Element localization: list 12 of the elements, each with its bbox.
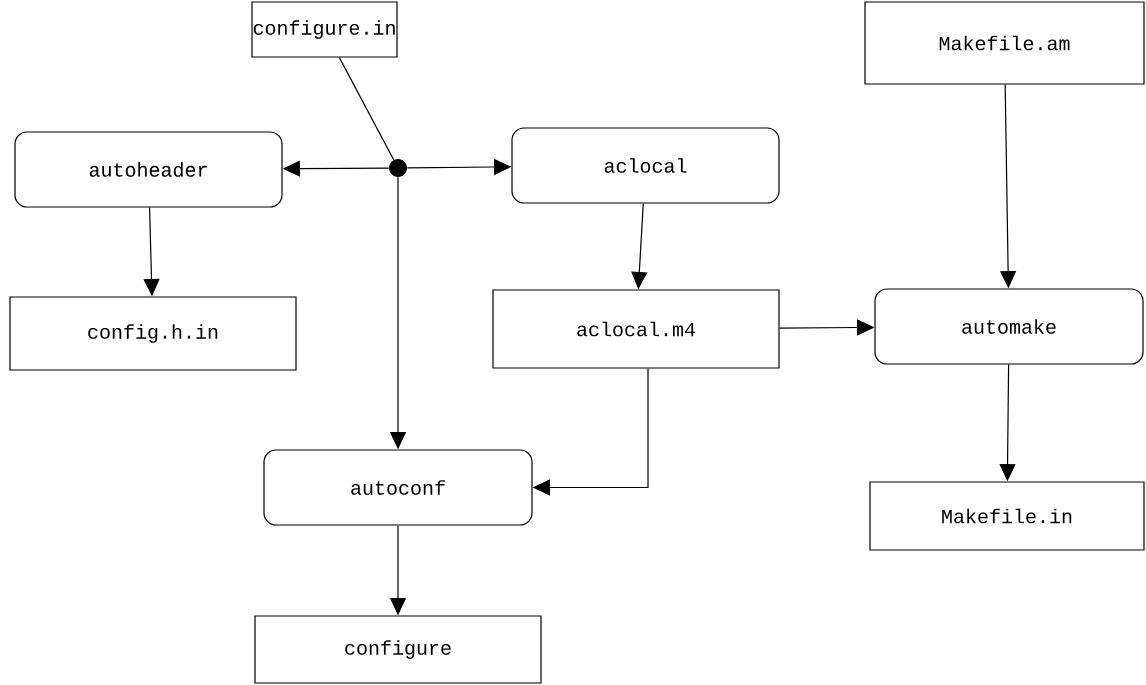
tool-box: autoheader (14, 131, 283, 208)
file-box: aclocal.m4 (492, 289, 780, 369)
tool-box: automake (874, 288, 1144, 365)
file-box: config.h.in (9, 296, 297, 371)
junction-dot (389, 159, 407, 177)
file-box: configure (254, 615, 542, 684)
tool-box: autoconf (263, 449, 533, 526)
file-box: Makefile.in (869, 481, 1145, 551)
file-box: Makefile.am (864, 1, 1145, 85)
connector-line (338, 57, 395, 161)
file-box: configure.in (251, 1, 398, 58)
tool-box: aclocal (511, 127, 780, 204)
